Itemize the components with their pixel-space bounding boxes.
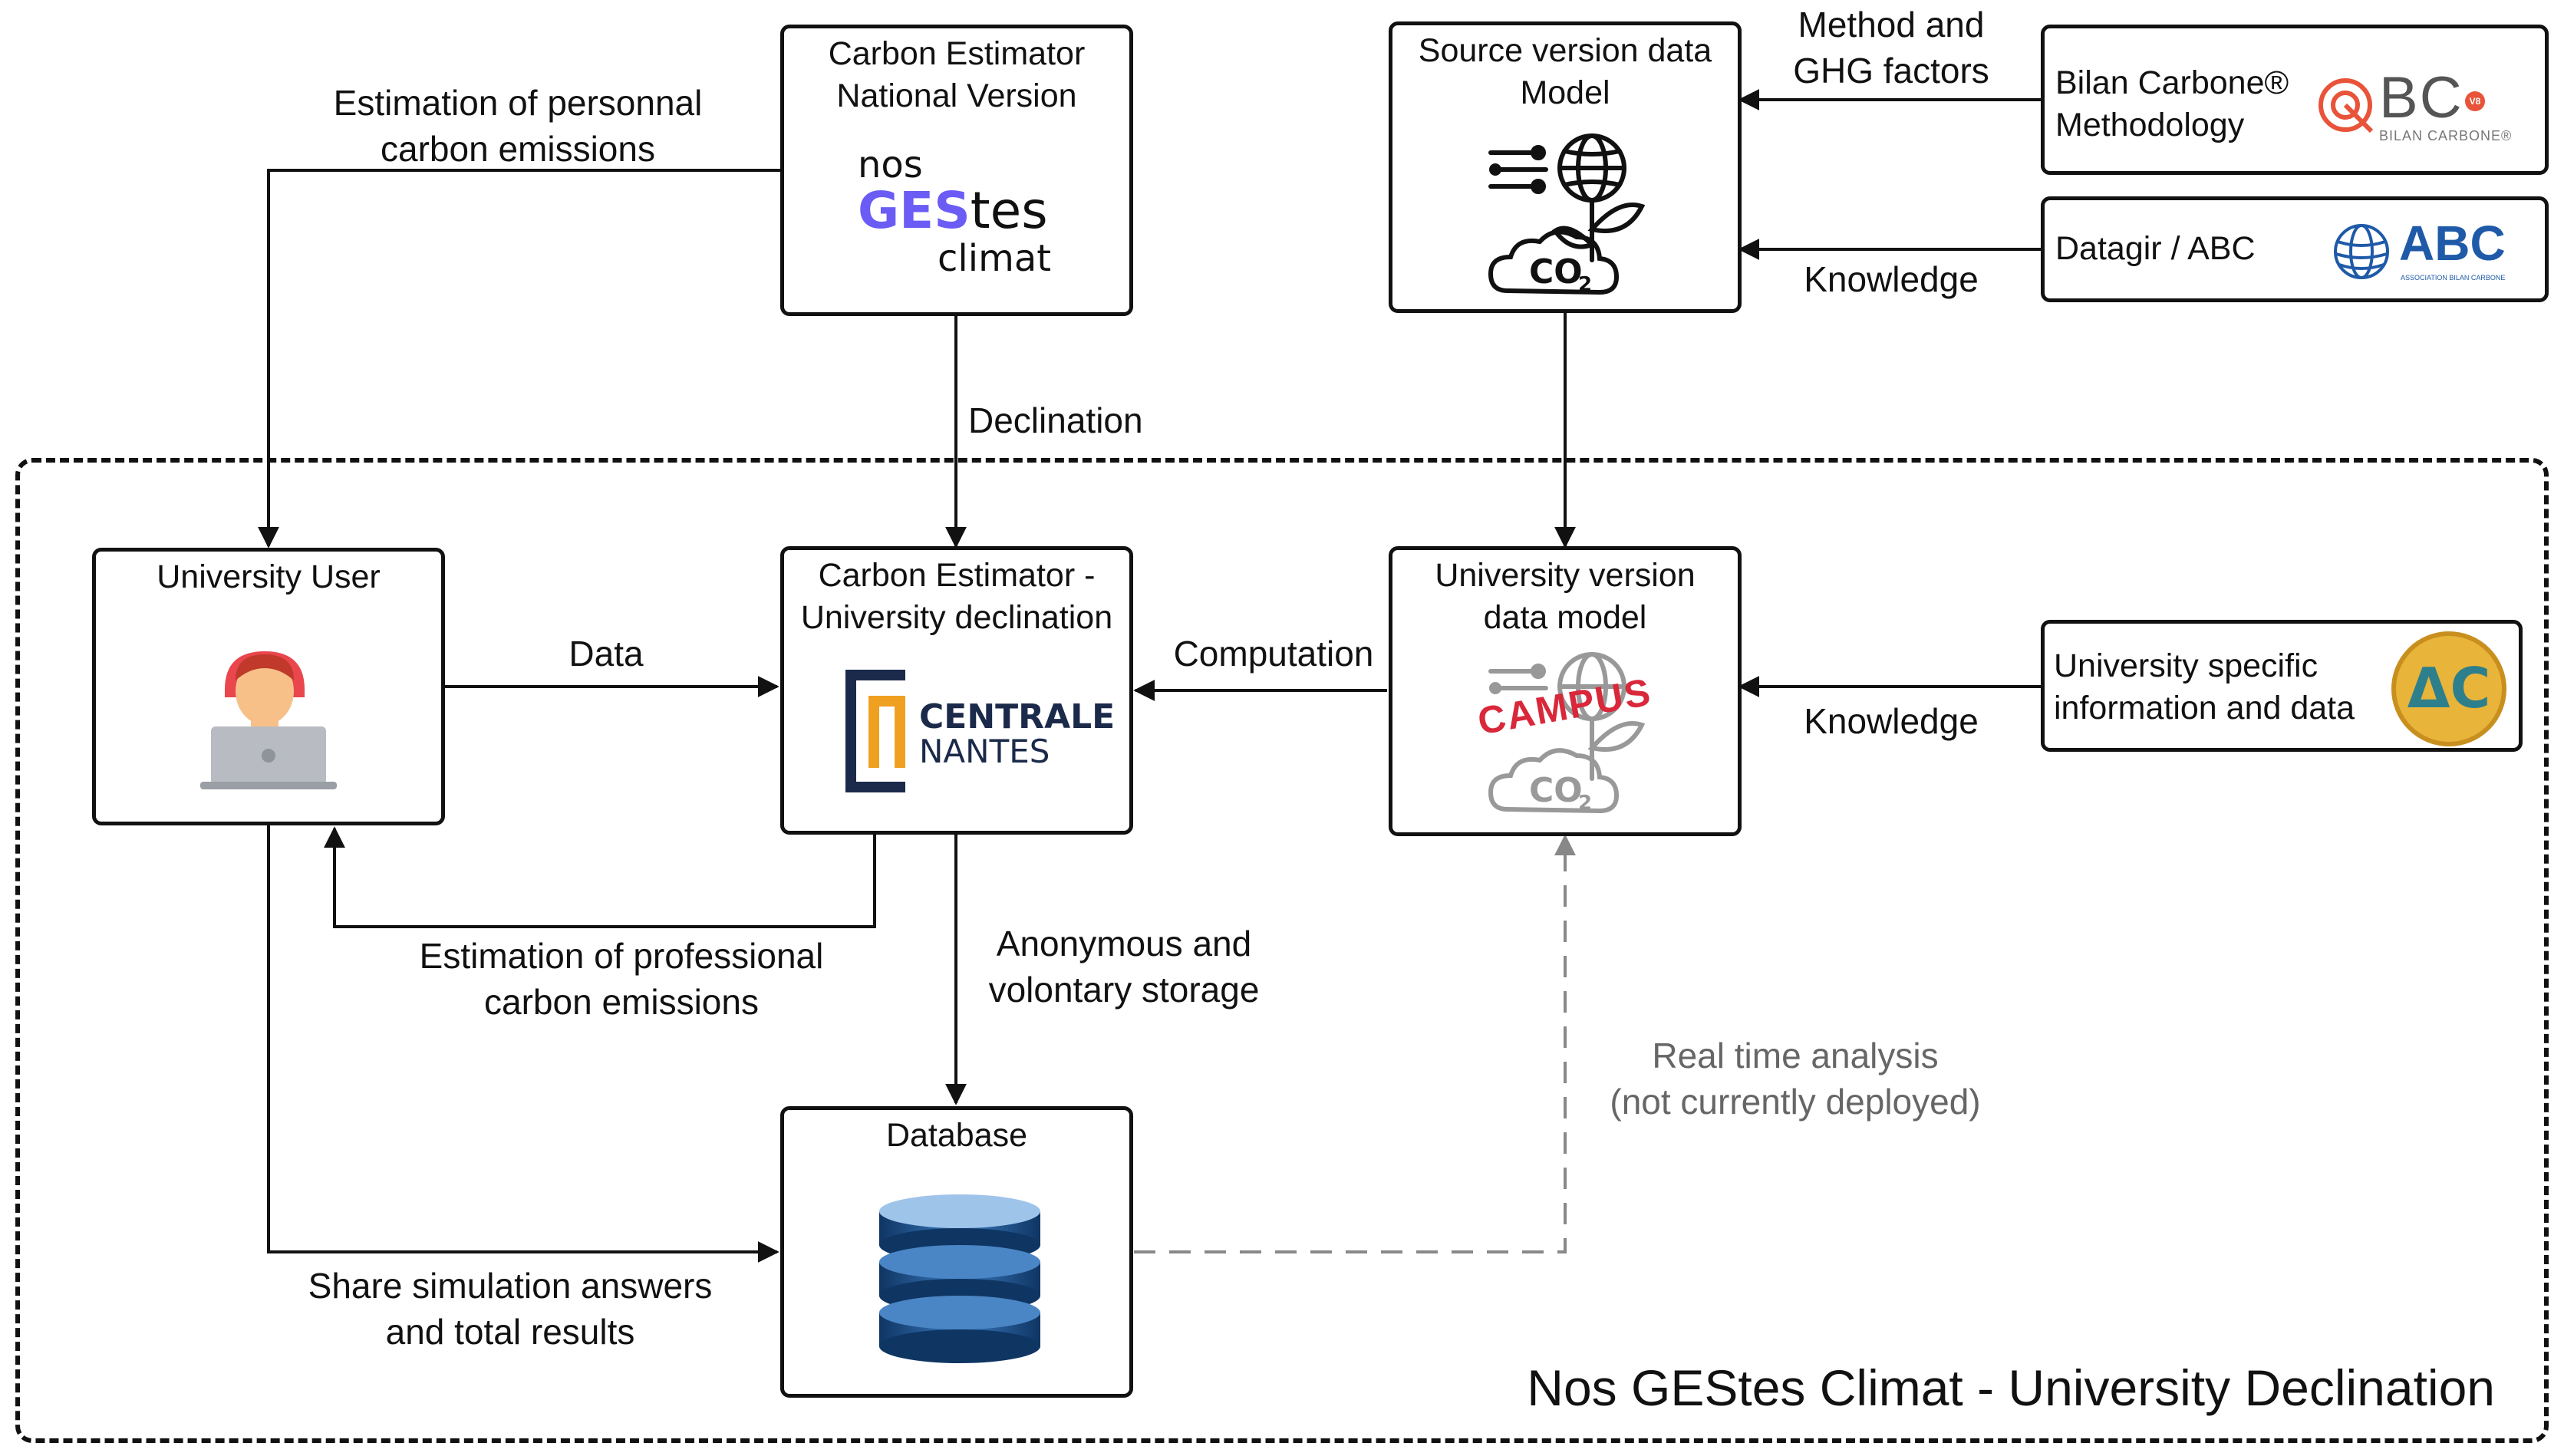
label-share: Share simulation answers and total resul…	[308, 1266, 713, 1352]
logo-tes: tes	[970, 181, 1048, 240]
box-bilan-carbone: Bilan Carbone® Methodology BC V8 BILAN C…	[2041, 25, 2549, 175]
label-storage: Anonymous and volontary storage	[988, 924, 1260, 1010]
label-professional-emissions: Estimation of professional carbon emissi…	[419, 936, 824, 1022]
box-university-model: University version data model CO 2 CAMPU…	[1389, 546, 1742, 836]
logo-ges: GES	[858, 181, 971, 240]
box-datagir-abc: Datagir / ABC ABC ASSOCIATION BILAN CARB…	[2041, 196, 2549, 302]
box-university-declination: Carbon Estimator - University declinatio…	[780, 546, 1133, 835]
svg-text:2: 2	[1578, 792, 1592, 815]
declination-frame: Nos GEStes Climat - University Declinati…	[15, 458, 2549, 1443]
svg-text:CO: CO	[1529, 771, 1583, 810]
svg-text:CO: CO	[1529, 252, 1583, 292]
box-source-model: Source version data Model CO 2	[1389, 21, 1742, 313]
bilan-logo-badge: V8	[2465, 91, 2485, 111]
logo-climat: climat	[938, 237, 1052, 280]
target-icon	[2318, 78, 2374, 133]
box-datagir-title: Datagir / ABC	[2055, 230, 2256, 267]
box-univ-model-title: University version data model	[1435, 557, 1696, 636]
box-source-title: Source version data Model	[1418, 32, 1712, 111]
box-national-title: Carbon Estimator National Version	[828, 35, 1086, 114]
box-univ-info-title: University specific information and data	[2054, 647, 2355, 726]
delta-c-text: ΔC	[2407, 656, 2491, 720]
bilan-carbone-logo: BC V8 BILAN CARBONE®	[2315, 64, 2537, 148]
box-national-version: Carbon Estimator National Version nos GE…	[780, 25, 1133, 316]
nos-gestes-climat-logo: nos GEStes climat	[845, 143, 1076, 297]
label-knowledge-top: Knowledge	[1804, 259, 1979, 299]
abc-logo-sub: ASSOCIATION BILAN CARBONE	[2401, 274, 2506, 282]
svg-text:2: 2	[1578, 273, 1592, 296]
label-personal-emissions: Estimation of personnal carbon emissions	[333, 83, 703, 169]
co2-plant-globe-icon: CO 2	[1488, 133, 1646, 296]
centrale-text: CENTRALE	[919, 697, 1116, 736]
label-method: Method and GHG factors	[1793, 5, 1989, 91]
globe-lines-icon	[2334, 224, 2389, 279]
box-bilan-title: Bilan Carbone® Methodology	[2055, 64, 2289, 143]
logo-nos: nos	[858, 143, 923, 186]
centrale-nantes-logo: CENTRALE NANTES	[839, 670, 1115, 792]
label-declination: Declination	[968, 400, 1143, 440]
frame-title: Nos GEStes Climat - University Declinati…	[1527, 1359, 2495, 1416]
box-database-title: Database	[885, 1117, 1028, 1154]
box-univ-decl-title: Carbon Estimator - University declinatio…	[800, 557, 1113, 636]
label-data: Data	[568, 634, 644, 674]
label-knowledge-right: Knowledge	[1804, 701, 1979, 741]
delta-c-logo: ΔC	[2391, 631, 2506, 746]
bilan-logo-text: BC	[2379, 65, 2463, 130]
co2-plant-globe-gray-icon: CO 2	[1488, 652, 1646, 815]
bilan-logo-sub: BILAN CARBONE®	[2379, 128, 2513, 143]
person-laptop-icon	[200, 651, 337, 789]
abc-logo: ABC ASSOCIATION BILAN CARBONE	[2328, 211, 2528, 295]
box-university-info: University specific information and data…	[2041, 620, 2523, 752]
edge-professional-emissions	[324, 826, 876, 928]
box-database: Database	[780, 1106, 1133, 1398]
label-computation: Computation	[1173, 634, 1374, 674]
database-icon	[879, 1194, 1040, 1363]
centrale-mark-icon	[845, 670, 905, 792]
edge-realtime	[1134, 834, 1576, 1253]
logo-gestes: GEStes	[858, 180, 1048, 242]
edge-personal-emissions	[258, 169, 780, 548]
nantes-text: NANTES	[919, 733, 1050, 770]
abc-logo-text: ABC	[2399, 216, 2506, 271]
edge-share	[267, 825, 779, 1263]
box-university-user: University User	[92, 548, 445, 825]
box-user-title: University User	[157, 558, 381, 595]
label-realtime: Real time analysis (not currently deploy…	[1610, 1036, 1981, 1122]
